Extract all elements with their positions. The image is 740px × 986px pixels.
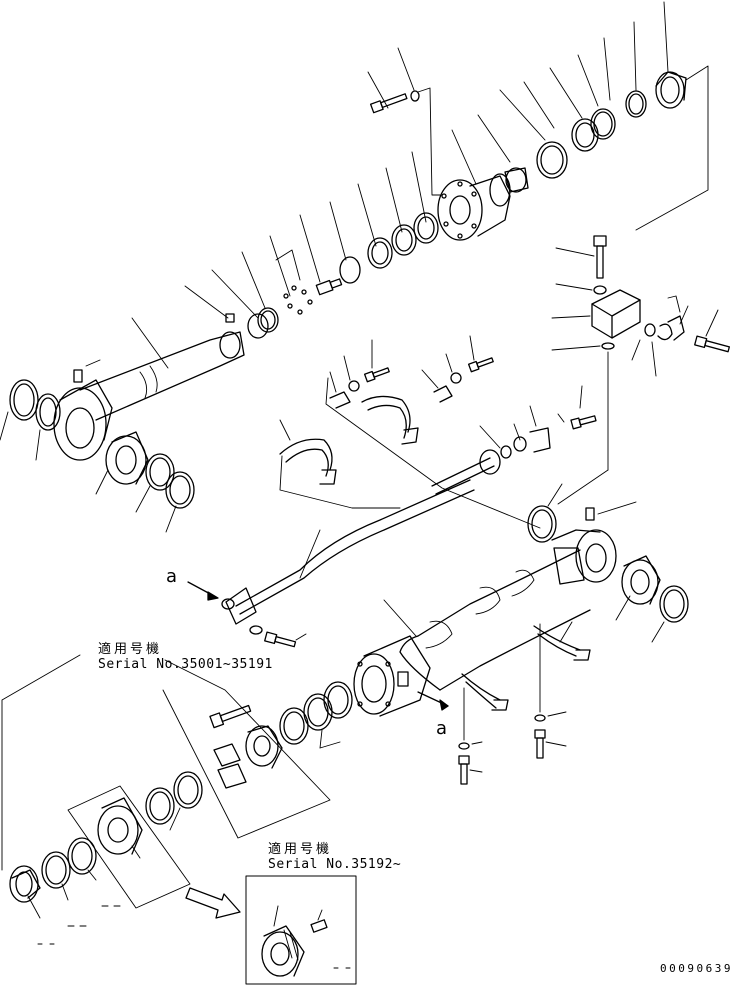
grease-plug [225,313,235,323]
small-bolt-set [249,625,307,648]
seal-d [339,256,361,284]
seal-c [367,237,393,269]
seal-c-inner [371,241,389,265]
dust-seal-top [655,71,687,109]
serial-range-label-2: Serial No.35192~ [268,857,402,872]
left-rings [0,379,61,461]
piston [353,599,431,717]
lower-seal-rings [145,771,203,831]
ring-bottom-left [527,505,557,543]
leader-lines-pipe [279,335,583,579]
big-arrow [185,887,241,919]
callout-a-right: a [436,718,448,739]
ring-top-4 [625,90,647,118]
serial-box-2 [245,875,357,985]
seal-b-inner [395,228,413,252]
applicable-model-label-2: 適用号機 [268,842,333,857]
rod-eye [53,379,113,461]
serial-group-2-bracket [1,654,81,871]
piston-rings [279,681,353,749]
ring-rod-1-inner [149,457,171,487]
grease-fitting-bottom [585,501,637,521]
serial-group-1-parts [209,704,283,789]
piston-left [97,797,143,859]
ring-top-2 [571,118,599,152]
valve-bolt [593,235,607,279]
flange-set [500,415,597,459]
clamp-small-1 [329,367,390,409]
seal-b [391,224,417,256]
clamp-left [279,438,337,485]
pin-new [310,909,328,933]
ring-top-4-inner [628,93,644,115]
serial-group-1-bracket [162,659,331,839]
arrow-a-left [187,581,235,610]
clamp-small-2 [433,357,494,403]
arrow-a-right [417,691,449,711]
grease-fitting-rod [73,359,101,383]
rod-nut [315,278,343,296]
pipe-main [225,479,475,625]
group-bracket-balls [275,249,301,281]
valve-block [551,235,731,505]
cylinder-bottom-eye [551,529,617,585]
seal-a-inner [417,216,435,240]
bottom-bolts [458,623,567,785]
ring-rod-2 [165,471,195,509]
cylinder-head [437,173,511,241]
applicable-model-label-1: 適用号機 [98,642,163,657]
seal-f [247,313,269,339]
left-seal-rings-lower [9,837,97,919]
clamp-bottom-center [461,673,509,711]
ring-top-3-inner [593,111,613,137]
ring-bottom-right [659,585,689,623]
bushing-rod [95,431,149,495]
dash-marks [37,905,351,969]
ring-top-1-inner [540,145,564,175]
bushing-top [504,167,529,193]
ring-rod-1 [145,453,175,491]
leader-lines-top [367,1,669,185]
bushing-bottom [615,555,661,621]
callout-a-left: a [166,566,178,587]
left-group-box [67,785,191,909]
leader-lines-rod [131,151,427,369]
bolt-top [369,93,408,114]
document-number: 00090639 [660,962,733,975]
ring-rod-2-inner [169,475,191,505]
piston-rod [79,331,245,421]
ring-top-3 [590,108,616,140]
group-bracket-head [635,65,709,231]
ring-bottom-left-inner [531,509,553,539]
pipe-upper [431,449,501,495]
washer-top [410,90,420,102]
seal-e [257,307,279,333]
cylinder-tube [399,549,591,691]
seal-a [413,212,439,244]
ring-bottom-right-inner [663,589,685,619]
steel-balls [283,285,313,315]
serial-range-label-1: Serial No.35001~35191 [98,657,273,672]
group-bracket-top [417,87,441,196]
clamp-bottom-right [533,621,591,661]
clamp-center [361,395,419,445]
ring-top-1 [536,141,568,179]
piston-new [261,905,305,977]
